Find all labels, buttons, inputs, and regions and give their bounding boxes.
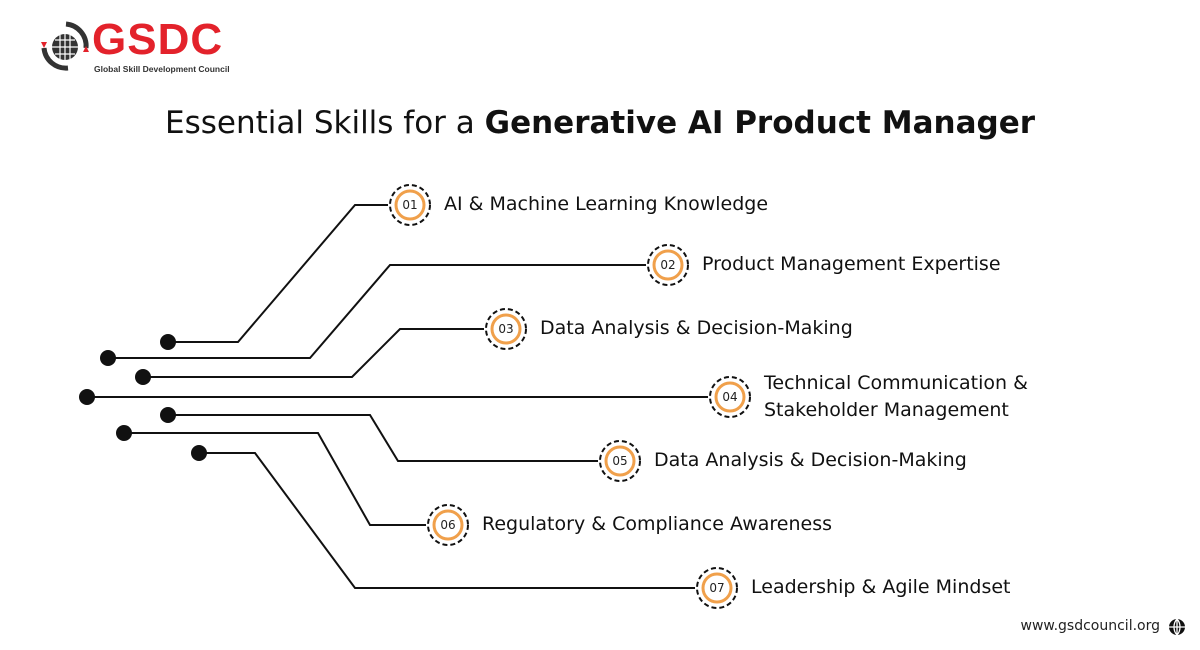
skill-label: Regulatory & Compliance Awareness — [482, 513, 832, 535]
dashed-ring-icon — [599, 440, 641, 482]
connector-1 — [168, 204, 388, 343]
skill-badge-07: 07 — [695, 566, 739, 610]
dashed-ring-icon — [696, 567, 738, 609]
skill-number: 03 — [498, 322, 514, 336]
skill-number: 05 — [612, 454, 628, 468]
title-regular: Essential Skills for a — [164, 105, 485, 141]
skill-label: Data Analysis & Decision-Making — [654, 449, 967, 471]
website-url[interactable]: www.gsdcouncil.org — [1020, 618, 1160, 634]
skill-badge-06: 06 — [426, 503, 470, 547]
node-dot — [100, 350, 116, 366]
skill-badge-05: 05 — [598, 439, 642, 483]
dashed-ring-icon — [389, 184, 431, 226]
connector-3 — [143, 328, 484, 378]
skill-badge-03: 03 — [484, 307, 528, 351]
gsdc-logo: GSDC Global Skill Development Council — [36, 15, 230, 78]
skill-number: 06 — [440, 518, 456, 532]
dashed-ring-icon — [427, 504, 469, 546]
dashed-ring-icon — [709, 376, 751, 418]
node-dot — [191, 445, 207, 461]
skill-label-line1: Technical Communication & — [764, 372, 1028, 394]
skill-label: AI & Machine Learning Knowledge — [444, 193, 769, 215]
skill-badge-04: 04 — [708, 375, 752, 419]
skill-number: 04 — [722, 390, 738, 404]
connector-7 — [199, 452, 695, 589]
connector-6 — [124, 432, 426, 526]
skill-label: Product Management Expertise — [702, 253, 1001, 275]
skill-label: Data Analysis & Decision-Making — [540, 317, 853, 339]
connector-5 — [168, 414, 598, 462]
title-bold: Generative AI Product Manager — [484, 105, 1036, 141]
skill-number: 07 — [709, 581, 725, 595]
node-dot — [160, 407, 176, 423]
node-dot — [116, 425, 132, 441]
brand-subtitle: Global Skill Development Council — [94, 64, 230, 74]
dashed-ring-icon — [485, 308, 527, 350]
skill-label: Technical Communication & Stakeholder Man… — [764, 370, 1028, 424]
skill-label-line2: Stakeholder Management — [764, 399, 1009, 421]
skill-number: 02 — [660, 258, 676, 272]
skill-label: Leadership & Agile Mindset — [751, 576, 1011, 598]
connector-2 — [108, 264, 646, 359]
globe-logo-icon — [41, 21, 89, 71]
skill-number: 01 — [402, 198, 418, 212]
skill-badge-02: 02 — [646, 243, 690, 287]
node-dot — [79, 389, 95, 405]
page-title: Essential Skills for a Generative AI Pro… — [0, 103, 1200, 143]
brand-name: GSDC — [92, 15, 224, 64]
globe-icon — [1169, 618, 1185, 636]
skill-badge-01: 01 — [388, 183, 432, 227]
dashed-ring-icon — [647, 244, 689, 286]
node-dot — [135, 369, 151, 385]
node-dot — [160, 334, 176, 350]
